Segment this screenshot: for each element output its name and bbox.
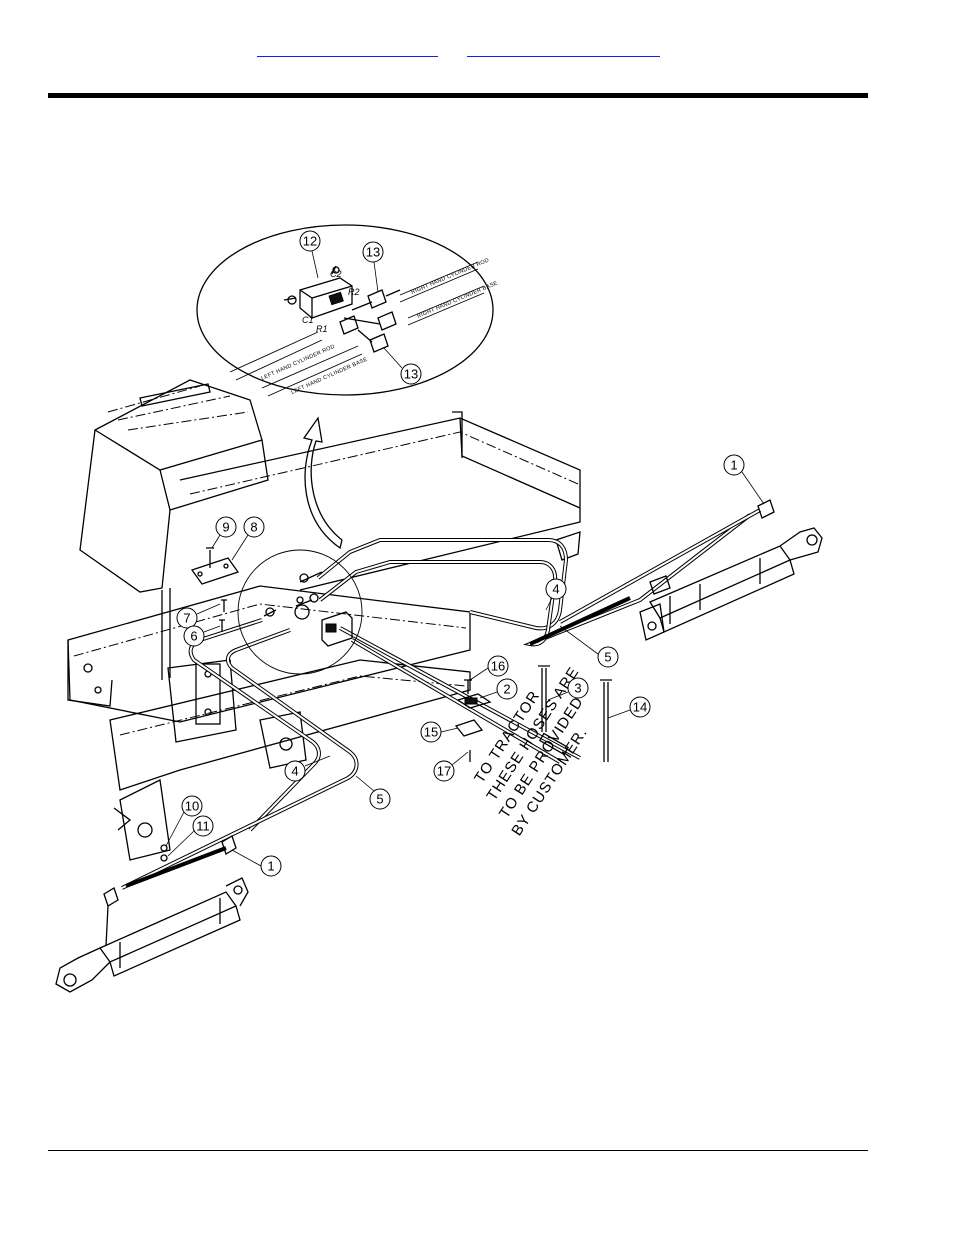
port-c2: C2: [330, 269, 342, 279]
callout-13a: 13: [362, 241, 384, 263]
detail-ellipse: [196, 224, 494, 396]
callout-6: 6: [183, 625, 205, 647]
callout-11: 11: [192, 815, 214, 837]
svg-text:7: 7: [183, 611, 190, 626]
nav-link-1[interactable]: [257, 44, 438, 57]
main-frame: [67, 379, 581, 861]
detail-circle: [237, 549, 363, 675]
svg-text:12: 12: [303, 234, 317, 249]
callout-2: 2: [496, 678, 518, 700]
callout-3: 3: [567, 677, 589, 699]
footer-rule: [48, 1150, 868, 1151]
svg-text:16: 16: [491, 659, 505, 674]
nav-link-2[interactable]: [467, 44, 660, 57]
callout-10: 10: [181, 795, 203, 817]
washers: [160, 844, 168, 862]
svg-text:13: 13: [366, 245, 380, 260]
callout-1b: 1: [260, 855, 282, 877]
tractor-note: TO TRACTOR THESE HOSES ARE TO BE PROVIDE…: [471, 664, 591, 839]
svg-text:11: 11: [196, 819, 210, 834]
svg-text:1: 1: [730, 458, 737, 473]
tractor-hoses: [339, 626, 581, 764]
svg-text:13: 13: [404, 367, 418, 382]
port-r1: R1: [316, 324, 328, 334]
svg-text:17: 17: [437, 764, 451, 779]
port-c1: C1: [302, 315, 314, 325]
callout-14: 14: [629, 696, 651, 718]
callout-9: 9: [215, 516, 237, 538]
port-r2: R2: [348, 287, 360, 297]
bolt-14: [600, 679, 612, 762]
bolt-3: [538, 665, 550, 732]
svg-text:15: 15: [424, 725, 438, 740]
callout-5b: 5: [369, 788, 391, 810]
svg-text:14: 14: [633, 700, 647, 715]
svg-text:5: 5: [376, 792, 383, 807]
svg-text:1: 1: [267, 859, 274, 874]
svg-text:3: 3: [574, 681, 581, 696]
callout-17: 17: [433, 760, 455, 782]
svg-text:4: 4: [552, 582, 559, 597]
svg-text:2: 2: [503, 682, 510, 697]
callout-4b: 4: [284, 760, 306, 782]
callout-7: 7: [176, 607, 198, 629]
svg-text:10: 10: [185, 799, 199, 814]
svg-text:4: 4: [291, 764, 298, 779]
svg-text:6: 6: [190, 629, 197, 644]
callout-15: 15: [420, 721, 442, 743]
callout-8: 8: [243, 516, 265, 538]
callout-12: 12: [299, 230, 321, 252]
svg-text:9: 9: [222, 520, 229, 535]
left-cylinder: [55, 835, 249, 993]
callout-1a: 1: [723, 454, 745, 476]
callout-5a: 5: [597, 646, 619, 668]
svg-text:5: 5: [604, 650, 611, 665]
callout-13b: 13: [400, 363, 422, 385]
valve-block-assembly: [263, 571, 353, 647]
callout-4a: 4: [545, 578, 567, 600]
hose-clamp: [454, 679, 492, 762]
valve-block: [283, 265, 353, 319]
header-rule: [48, 93, 868, 98]
svg-text:8: 8: [250, 520, 257, 535]
mounting-plate: [190, 547, 240, 632]
detail-view: RIGHT HAND CYLINDER ROD RIGHT HAND CYLIN…: [196, 224, 499, 397]
right-cylinder: [639, 499, 823, 641]
hose-set-right: [316, 508, 761, 647]
callout-16: 16: [487, 655, 509, 677]
fittings-13: [339, 289, 401, 353]
detail-arrow: [302, 416, 343, 550]
